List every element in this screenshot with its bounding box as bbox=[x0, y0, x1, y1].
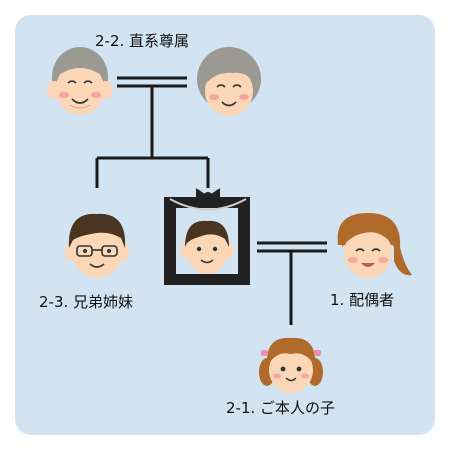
deceased-portrait-icon bbox=[164, 188, 250, 285]
grandfather-icon bbox=[47, 47, 113, 115]
spouse-label: 1. 配偶者 bbox=[330, 291, 395, 309]
connector-lines bbox=[95, 76, 327, 325]
grandparents-label: 2-2. 直系尊属 bbox=[95, 32, 190, 50]
children-label: 2-1. ご本人の子 bbox=[226, 399, 336, 417]
sibling-icon bbox=[65, 213, 129, 278]
spouse-icon bbox=[337, 213, 412, 278]
child-icon bbox=[259, 337, 323, 393]
grandmother-icon bbox=[197, 47, 261, 116]
siblings-label: 2-3. 兄弟姉妹 bbox=[39, 293, 134, 311]
